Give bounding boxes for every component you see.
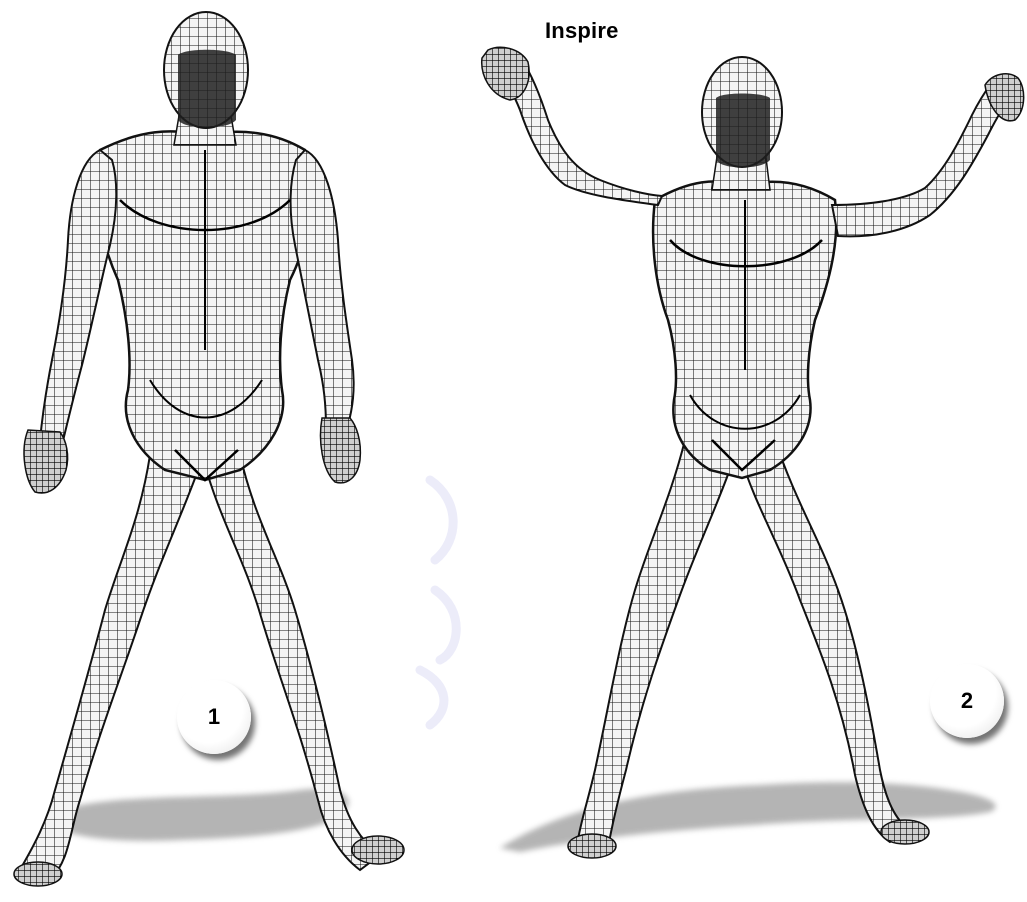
figure-1-ground-shadow [55,789,349,841]
figure-2-wireframe-body [482,47,1024,858]
step-1-badge: 1 [177,680,251,754]
watermark-logo-icon [400,470,470,730]
step-1-number: 1 [208,704,220,730]
step-2-number: 2 [961,688,973,714]
phase-caption: Inspire [545,18,619,44]
step-2-badge: 2 [930,664,1004,738]
figure-1-wireframe-body [14,12,404,886]
